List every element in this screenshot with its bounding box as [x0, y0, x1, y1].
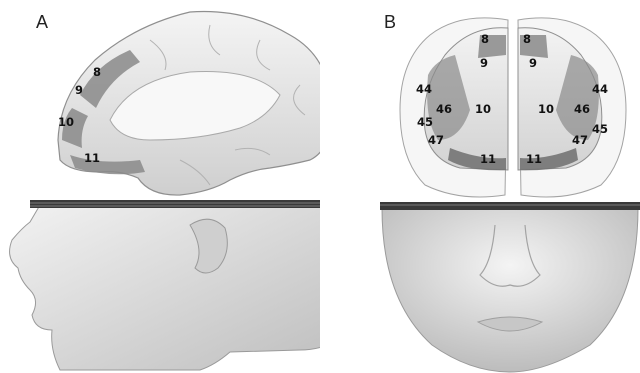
ba-label-b-left-8: 8 — [481, 32, 489, 46]
ba-label-b-left-46: 46 — [436, 102, 452, 116]
ba-label-b-right-44: 44 — [592, 82, 608, 96]
ba-label-b-left-10: 10 — [475, 102, 491, 116]
ba-label-b-left-45: 45 — [417, 115, 433, 129]
ba-label-b-left-47: 47 — [428, 133, 444, 147]
panel-a-figure: 8 9 10 11 — [0, 0, 320, 373]
panel-b: B — [320, 0, 640, 373]
brain-medial: 8 9 10 11 — [58, 11, 320, 195]
head-frontal — [380, 202, 640, 372]
ba-label-b-right-10: 10 — [538, 102, 554, 116]
head-profile — [10, 200, 320, 370]
ba-label-b-left-11: 11 — [480, 152, 496, 166]
ba-label-b-right-45: 45 — [592, 122, 608, 136]
brain-frontal: 8 9 44 46 10 45 47 11 8 9 10 46 44 45 47… — [400, 18, 626, 197]
ba-label-b-right-11: 11 — [526, 152, 542, 166]
ba-label-b-left-9: 9 — [480, 56, 488, 70]
panel-b-figure: 8 9 44 46 10 45 47 11 8 9 10 46 44 45 47… — [320, 0, 640, 373]
ba-label-b-right-47: 47 — [572, 133, 588, 147]
ba-label-a-11: 11 — [84, 151, 100, 165]
ba-label-b-right-46: 46 — [574, 102, 590, 116]
ba-label-b-left-44: 44 — [416, 82, 432, 96]
panel-a: A — [0, 0, 320, 373]
ba-label-a-10: 10 — [58, 115, 74, 129]
ba-label-b-right-9: 9 — [529, 56, 537, 70]
ba-label-a-9: 9 — [75, 83, 83, 97]
ba-label-a-8: 8 — [93, 65, 101, 79]
ba-label-b-right-8: 8 — [523, 32, 531, 46]
